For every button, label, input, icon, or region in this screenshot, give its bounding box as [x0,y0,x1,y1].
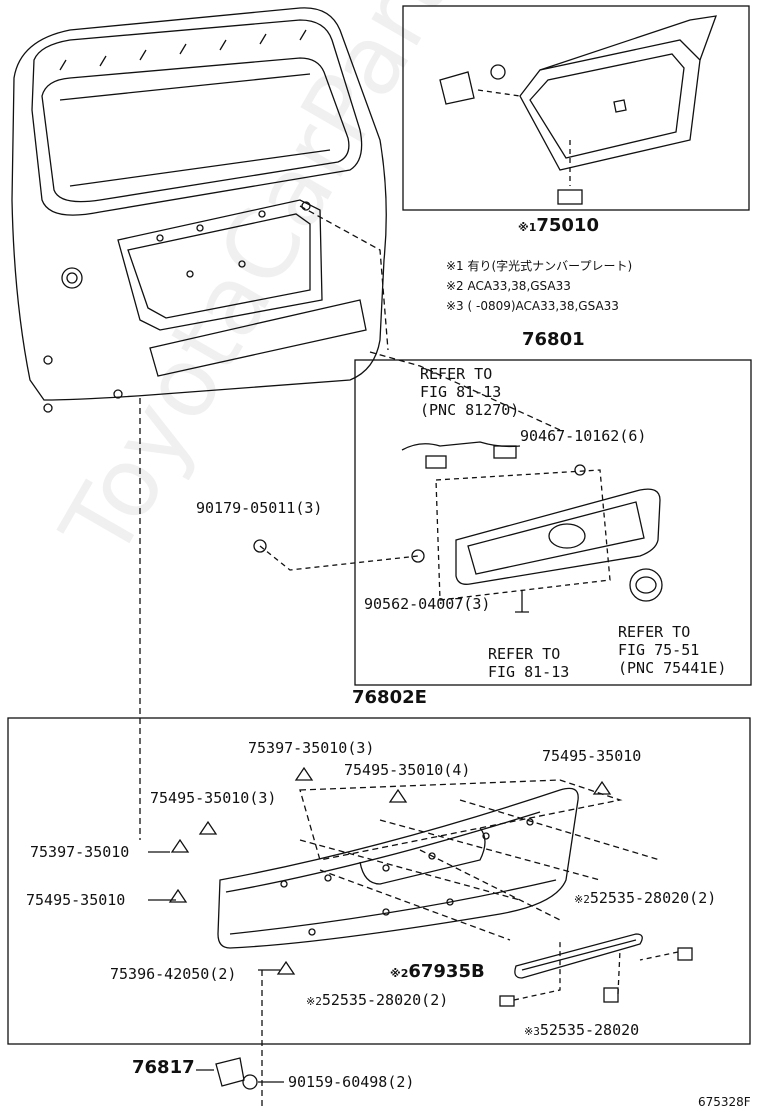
part-52535-bottom-mark: ※2 [306,995,322,1008]
callout-75010-mark: ※1 [518,221,537,234]
garnish-76802e [217,787,579,949]
lamp-bracket [519,39,701,171]
ref-3-line2[interactable]: FIG 75-51 [618,641,700,659]
ref-3-line3[interactable]: (PNC 75441E) [618,659,727,677]
part-90562[interactable]: 90562-04007(3) [364,595,491,613]
part-90467[interactable]: 90467-10162(6) [520,427,647,445]
ref-3-line1[interactable]: REFER TO [618,623,691,641]
part-75397-3[interactable]: 75397-35010(3) [248,739,375,757]
callout-67935b[interactable]: ※267935B [390,961,485,982]
ref-1-line3[interactable]: (PNC 81270) [420,401,520,419]
part-52535-right-number: 52535-28020(2) [589,889,717,907]
part-52535-bottom-number: 52535-28020(2) [321,991,449,1009]
part-90179[interactable]: 90179-05011(3) [196,499,323,517]
part-75396[interactable]: 75396-42050(2) [110,965,237,983]
diagram-id: 675328F [698,1095,751,1109]
part-52535-3-number: 52535-28020 [539,1021,640,1039]
part-52535-3-mark: ※3 [524,1025,540,1038]
callout-76817[interactable]: 76817 [132,1057,195,1078]
note-3: ※3 ( -0809)ACA33,38,GSA33 [446,299,619,313]
ref-1-line1[interactable]: REFER TO [420,365,493,383]
part-52535-right[interactable]: ※252535-28020(2) [574,890,716,908]
lamp-67935b [514,933,643,979]
callout-67935b-number: 67935B [408,961,485,982]
part-75495-3[interactable]: 75495-35010(3) [150,789,277,807]
bracket-76817 [215,1057,245,1087]
box-75010 [402,5,750,211]
part-52535-right-mark: ※2 [574,893,590,906]
part-52535-bottom[interactable]: ※252535-28020(2) [306,992,448,1010]
part-52535-3[interactable]: ※352535-28020 [524,1022,639,1040]
box-76802e [7,717,751,1045]
part-90159[interactable]: 90159-60498(2) [288,1073,415,1091]
box-76801 [354,359,752,686]
callout-76802e[interactable]: 76802E [352,687,427,708]
callout-67935b-mark: ※2 [390,967,409,980]
back-window [41,57,350,203]
part-75495-right[interactable]: 75495-35010 [542,747,642,765]
note-1: ※1 有り(字光式ナンバープレート) [446,259,633,273]
note-2: ※2 ACA33,38,GSA33 [446,279,571,293]
part-75397[interactable]: 75397-35010 [30,843,130,861]
ref-2-line1[interactable]: REFER TO [488,645,561,663]
callout-76801[interactable]: 76801 [522,329,585,350]
license-recess [117,199,323,331]
back-door-panel [11,7,387,401]
garnish-76801 [455,488,661,585]
callout-75010[interactable]: ※175010 [518,215,599,236]
callout-75010-number: 75010 [536,215,599,236]
ref-1-line2[interactable]: FIG 81-13 [420,383,502,401]
part-75495-left[interactable]: 75495-35010 [26,891,126,909]
part-75495-4[interactable]: 75495-35010(4) [344,761,471,779]
ref-2-line2[interactable]: FIG 81-13 [488,663,570,681]
